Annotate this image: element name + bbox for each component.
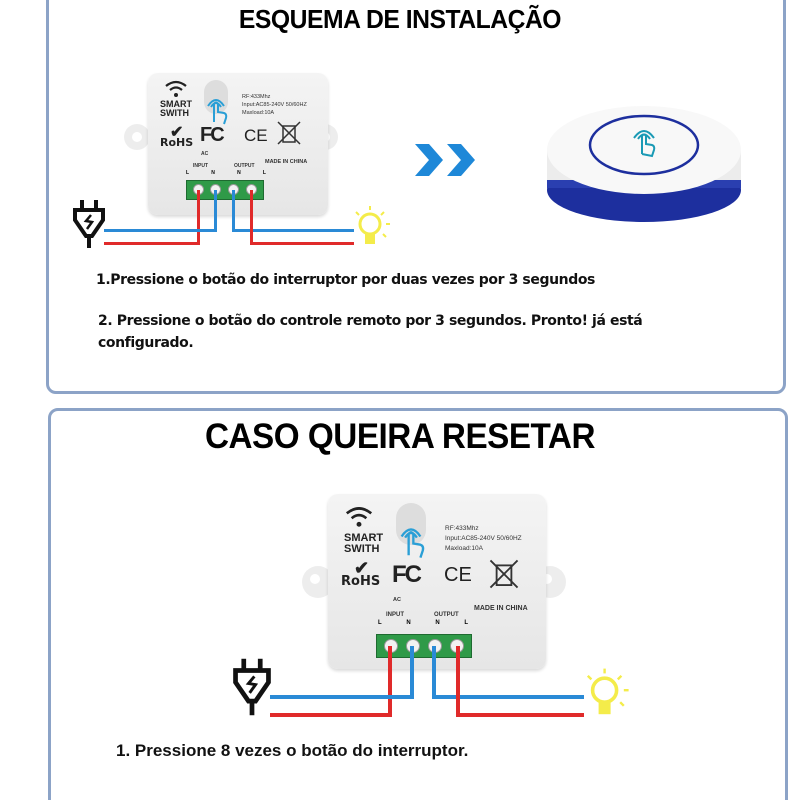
live-wire [456, 713, 584, 717]
ce-logo: CE [444, 564, 472, 586]
wifi-icon [345, 507, 373, 527]
weee-bin-icon [277, 121, 301, 145]
neutral-wire [270, 695, 414, 699]
rohs-label: RoHS [341, 574, 381, 589]
live-wire [270, 713, 392, 717]
weee-bin-icon [489, 559, 519, 589]
neutral-wire [104, 229, 217, 232]
spec-text: RF:433Mhz Input:AC85-240V 50/60HZ Maxloa… [445, 525, 522, 552]
power-plug-icon [233, 658, 271, 716]
reset-instruction-step-1: 1. Pressione 8 vezes o botão do interrup… [116, 741, 469, 760]
fc-logo: FC [200, 124, 225, 146]
live-wire [456, 646, 460, 716]
pairing-button[interactable] [204, 80, 228, 114]
input-label: INPUT [386, 612, 404, 618]
reset-title: CASO QUEIRA RESETAR [204, 417, 596, 456]
made-in-label: MADE IN CHINA [474, 605, 528, 612]
neutral-wire [214, 190, 217, 232]
neutral-wire [432, 646, 436, 698]
ce-logo: CE [244, 126, 268, 145]
live-wire [250, 190, 253, 245]
ac-label: AC [393, 597, 401, 603]
checkmark-icon: ✔ [354, 558, 370, 578]
installation-title: ESQUEMA DE INSTALAÇÃO [238, 4, 562, 34]
wireless-remote-button [545, 98, 743, 228]
checkmark-icon: ✔ [170, 124, 184, 141]
neutral-wire [232, 229, 354, 232]
rohs-label: RoHS [160, 136, 194, 149]
input-label: INPUT [193, 163, 208, 169]
touch-finger-icon [633, 130, 656, 158]
fc-logo: FC [392, 561, 422, 588]
live-wire [197, 190, 200, 245]
brand-label: SMART SWITH [160, 99, 192, 118]
light-bulb-icon [586, 668, 629, 715]
instruction-step-2: 2. Pressione o botão do controle remoto … [98, 313, 643, 351]
neutral-wire [232, 190, 235, 232]
mount-ear-left [124, 124, 150, 150]
spec-text: RF:433Mhz Input:AC85-240V 50/60HZ Maxloa… [242, 94, 307, 116]
brand-label: SMART SWITH [344, 532, 384, 555]
instruction-step-1: 1.Pressione o botão do interruptor por d… [96, 272, 595, 288]
neutral-wire [410, 646, 414, 698]
output-label: OUTPUT [434, 612, 459, 618]
touch-finger-icon [207, 99, 228, 125]
live-wire [388, 646, 392, 716]
terminal-block [186, 180, 264, 200]
output-label: OUTPUT [234, 163, 255, 169]
made-in-label: MADE IN CHINA [265, 159, 308, 165]
neutral-wire [432, 695, 584, 699]
wifi-icon [165, 80, 187, 97]
terminal-labels: L N N L [378, 620, 468, 626]
touch-finger-icon [400, 528, 425, 559]
terminal-labels: L N N L [186, 170, 266, 176]
pairing-button[interactable] [396, 503, 426, 545]
live-wire [104, 242, 200, 245]
power-plug-icon [73, 200, 105, 248]
ac-label: AC [201, 151, 209, 157]
light-bulb-icon [355, 206, 390, 244]
double-chevron-right-icon [415, 144, 475, 176]
live-wire [250, 242, 354, 245]
